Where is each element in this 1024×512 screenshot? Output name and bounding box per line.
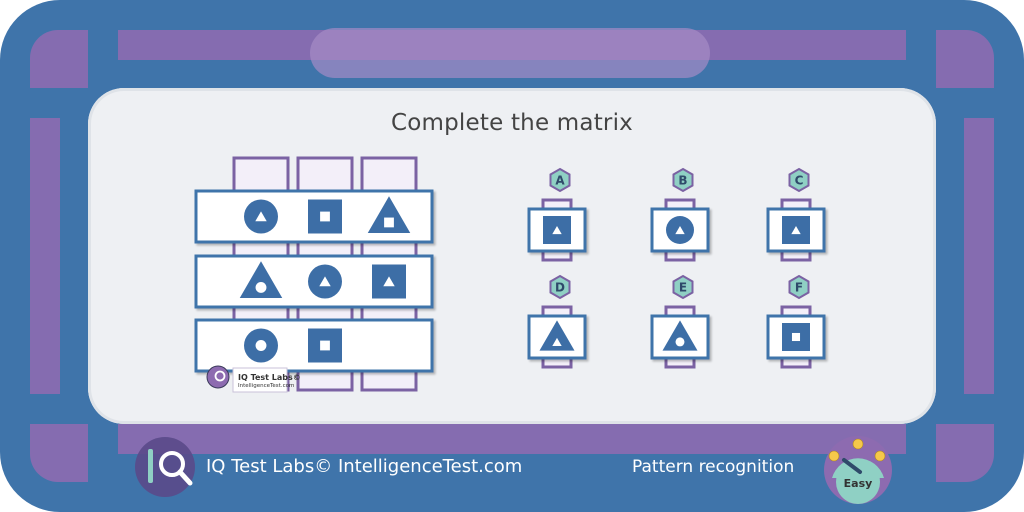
square-with-triangle-shape [372,264,406,299]
page-title: Complete the matrix [391,110,633,136]
decor-corner-tl [30,30,88,88]
square-with-triangle-shape [543,216,571,244]
inner-triangle [255,211,267,222]
option-d[interactable]: D [527,274,587,369]
option-letter: C [795,174,804,188]
gauge-base [836,460,880,504]
footer-category: Pattern recognition [632,457,795,477]
circle-with-triangle-shape [666,216,694,244]
option-f[interactable]: F [766,274,826,369]
watermark-brand: IQ Test Labs© [238,373,301,382]
circle-with-triangle-shape [308,264,342,299]
footer-logo-lens [159,451,185,477]
inner-triangle [675,225,685,235]
decor-band-left [30,118,60,394]
inner-triangle [383,276,395,287]
option-badge [672,167,694,193]
decor-corner-tr [936,30,994,88]
inner-triangle [552,225,562,235]
circle-with-circle-shape [244,328,278,363]
decor-band-right [964,118,994,394]
option-b[interactable]: B [650,167,710,262]
watermark-plate [232,367,288,393]
circle-with-triangle-shape [244,199,278,234]
footer-logo-handle [177,469,193,486]
inner-square [384,217,394,228]
inner-circle [675,337,685,347]
inner-circle [255,282,267,293]
option-letter: B [678,174,687,188]
option-letter: A [555,174,565,188]
medium-face-icon [852,438,864,450]
option-letter: E [679,281,687,295]
inner-square [791,332,801,342]
option-badge [549,274,571,300]
hard-face-icon [874,450,886,462]
option-e[interactable]: E [650,274,710,369]
inner-triangle [791,225,801,235]
option-c[interactable]: C [766,167,826,262]
inner-square [320,211,330,222]
watermark-logo-lens [214,370,226,382]
watermark-logo-icon [206,365,230,389]
option-a[interactable]: A [527,167,587,262]
option-letter: D [555,281,565,295]
difficulty-label: Easy [843,477,873,490]
triangle-with-circle-shape [662,320,698,351]
option-badge [788,167,810,193]
square-with-square-shape [308,328,342,363]
gauge-needle [842,458,862,474]
outer-triangle [367,196,411,234]
triangle-with-square-shape [367,196,411,234]
decor-band-bottom [118,424,906,454]
decor-corner-br [936,424,994,482]
inner-circle [255,340,267,351]
inner-square [320,340,330,351]
option-badge [672,274,694,300]
outer-triangle [239,261,283,299]
inner-triangle [319,276,331,287]
decor-corner-bl [30,424,88,482]
watermark-site: IntelligenceTest.com [238,383,295,389]
option-letter: F [795,281,803,295]
option-badge [788,274,810,300]
option-badge [549,167,571,193]
footer-logo-icon [135,437,195,497]
inner-triangle [552,337,562,346]
decor-highlight [310,28,710,78]
square-with-square-shape [308,199,342,234]
triangle-with-circle-shape [239,261,283,299]
triangle-with-triangle-shape [539,320,575,351]
square-with-triangle-shape [782,216,810,244]
outer-triangle [662,320,698,351]
footer-brand: IQ Test Labs© IntelligenceTest.com [206,456,523,477]
easy-face-icon [828,450,840,462]
outer-triangle [539,320,575,351]
footer-logo-i [148,449,153,483]
square-with-square-shape [782,323,810,351]
